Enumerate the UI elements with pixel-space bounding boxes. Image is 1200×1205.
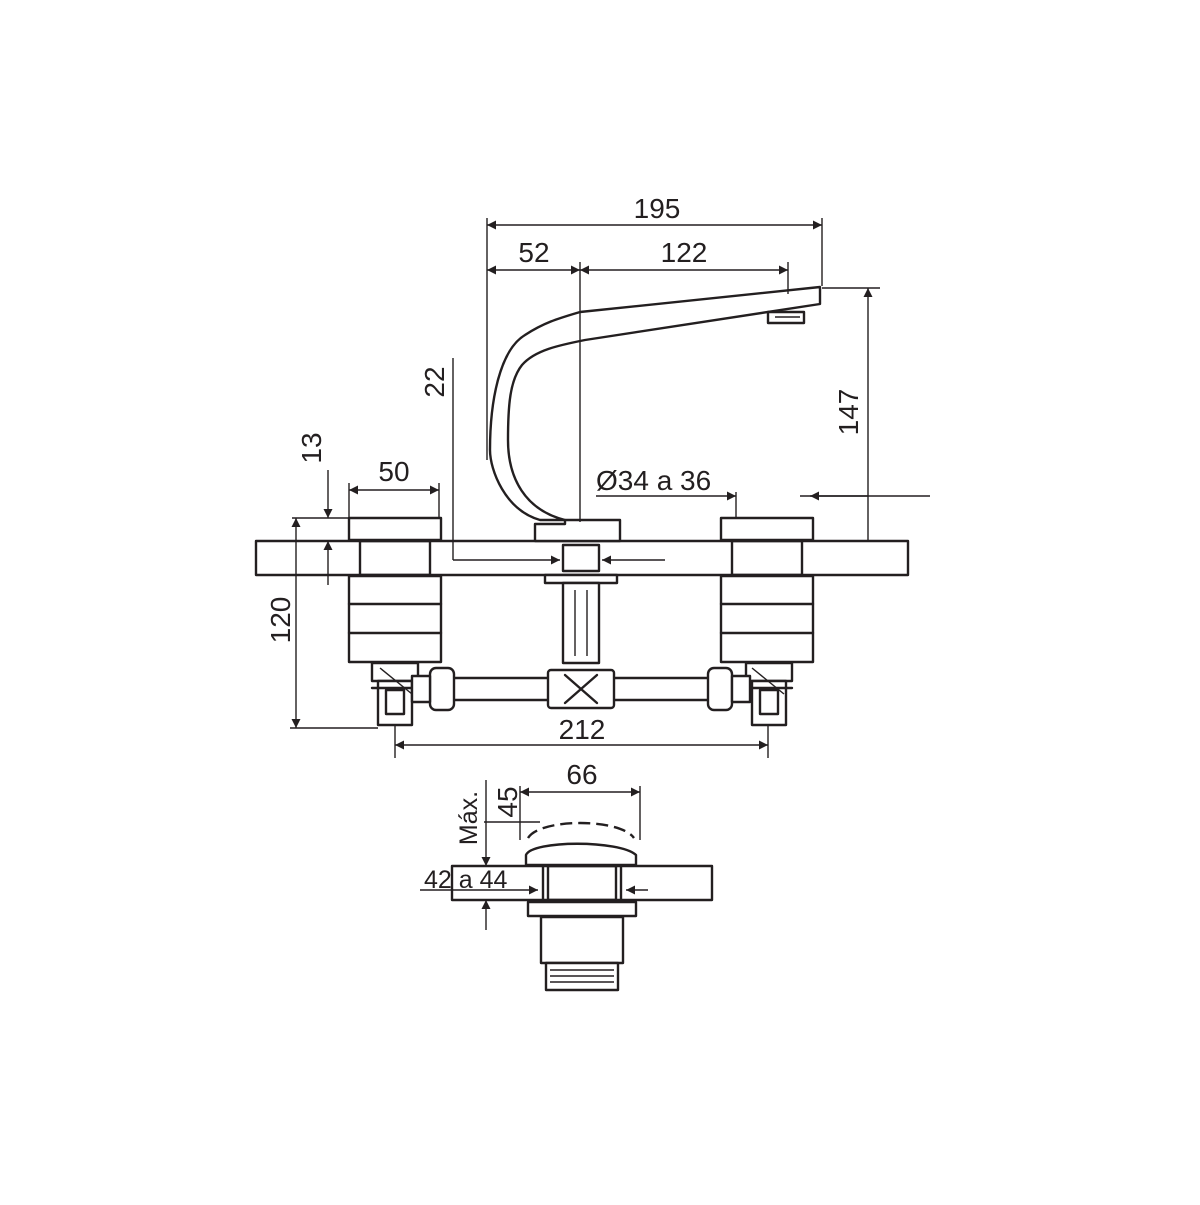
dimension-147: 147	[800, 287, 930, 540]
dimension-122: 122	[580, 237, 789, 294]
dimension-122-label: 122	[661, 237, 708, 268]
dimension-13-label: 13	[296, 432, 327, 463]
dimension-45-label: 45	[492, 786, 523, 817]
dimension-66-label: 66	[566, 759, 597, 790]
dimension-max-45: Máx. 45	[455, 780, 540, 866]
dimension-52: 52	[487, 237, 581, 522]
dimension-195: 195	[486, 193, 823, 460]
left-valve	[370, 661, 432, 727]
dimension-drain-hole-label: 42 a 44	[424, 866, 508, 894]
supply-pipe	[428, 666, 734, 712]
dimension-hole-diameter: Ø34 a 36	[596, 465, 737, 518]
dimension-50-label: 50	[378, 456, 409, 487]
dimension-195-label: 195	[634, 193, 681, 224]
left-handle	[347, 516, 443, 664]
dimension-147-label: 147	[833, 389, 864, 436]
right-handle	[719, 516, 815, 664]
dimension-120: 120	[265, 518, 378, 729]
dimension-212-label: 212	[559, 714, 606, 745]
dimension-120-label: 120	[265, 597, 296, 644]
dimension-22: 22	[419, 358, 665, 565]
dimension-66: 66	[519, 759, 641, 840]
dimension-max-label: Máx.	[455, 791, 483, 845]
dimension-13: 13	[292, 432, 349, 585]
dimension-50: 50	[348, 456, 440, 518]
dimension-hole-diameter-label: Ø34 a 36	[596, 465, 711, 496]
right-valve	[730, 661, 794, 727]
dimension-52-label: 52	[518, 237, 549, 268]
dimension-212: 212	[394, 714, 769, 758]
spout-shank	[543, 543, 619, 665]
spout	[488, 285, 822, 543]
pop-up-drain	[524, 821, 638, 992]
dimension-drain-hole: 42 a 44	[420, 866, 648, 930]
dimension-22-label: 22	[419, 366, 450, 397]
